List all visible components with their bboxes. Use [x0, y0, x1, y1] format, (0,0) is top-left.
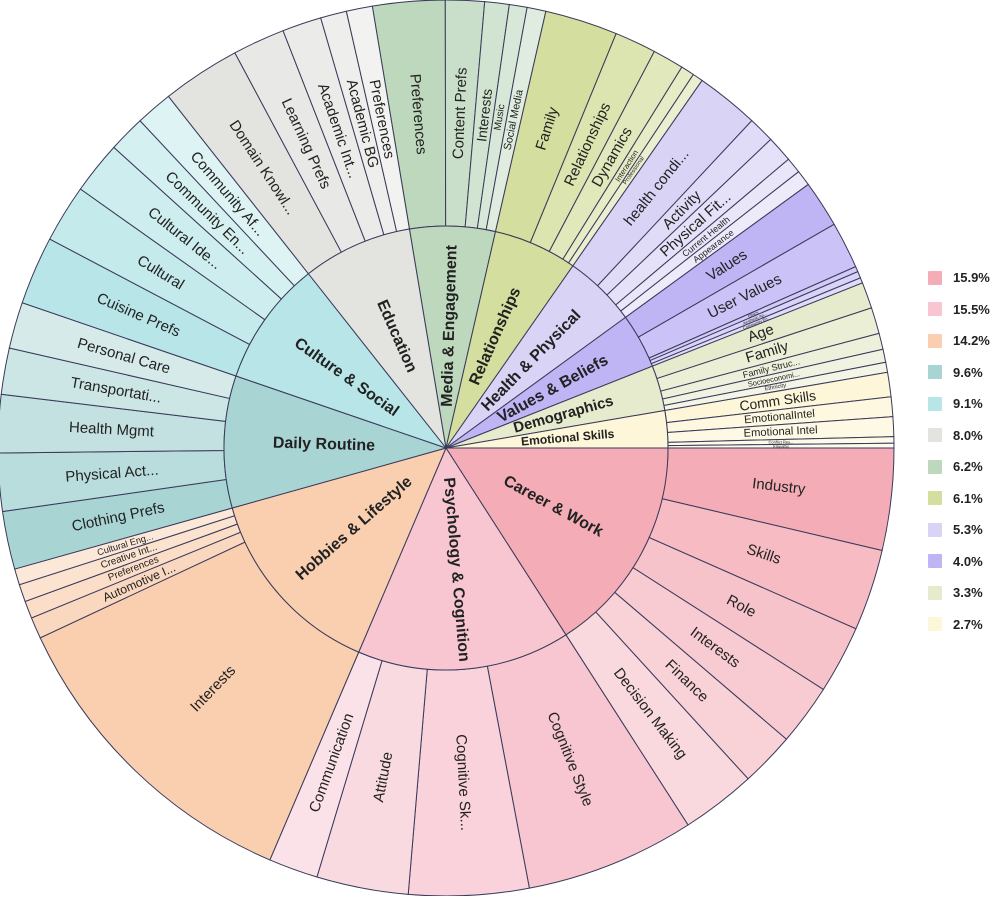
legend-swatch [928, 396, 942, 411]
legend-item: 6.2% [928, 451, 996, 483]
subcategory-label-psychology-cognition-cognitive-sk: Cognitive Sk... [452, 734, 474, 831]
legend-label: 2.7% [953, 616, 983, 632]
legend-swatch [928, 333, 942, 348]
legend-item: 9.1% [928, 388, 996, 420]
legend-item: 15.5% [928, 294, 996, 326]
legend-item: 4.0% [928, 546, 996, 578]
category-wedge-emotional-skills [445, 409, 669, 449]
legend-swatch [928, 365, 942, 380]
legend-swatch [928, 491, 942, 506]
legend-label: 15.5% [953, 301, 990, 317]
legend-item: 2.7% [928, 609, 996, 641]
legend-label: 15.9% [953, 270, 990, 286]
subcategory-label-demographics-ethnicity: Ethnicity [764, 383, 786, 393]
legend-item: 3.3% [928, 577, 996, 609]
legend-swatch [928, 522, 942, 537]
legend-label: 6.1% [953, 490, 983, 506]
subcategory-label-media-engagement-music: Music [492, 103, 507, 131]
subcategory-label-media-engagement-interests: Interests [473, 88, 495, 143]
category-wedge-career-work [445, 447, 669, 636]
subcategory-label-media-engagement-preferences: Preferences [406, 73, 430, 155]
inner-ring [223, 225, 669, 671]
subcategory-label-emotional-skills-emotional-intel: Emotional Intel [743, 424, 818, 440]
legend-label: 3.3% [953, 585, 983, 601]
category-wedge-education [307, 228, 447, 449]
subcategory-label-emotional-skills-conflict-res: Conflict Res... [768, 439, 793, 444]
category-wedge-daily-routine [223, 375, 448, 509]
legend-label: 9.1% [953, 396, 983, 412]
subcategory-label-values-beliefs-ethics: Ethics [747, 310, 759, 319]
category-wedge-psychology-cognition [358, 446, 567, 671]
legend-swatch [928, 459, 942, 474]
legend-label: 6.2% [953, 459, 983, 475]
legend-swatch [928, 302, 942, 317]
subcategory-label-career-work-industry: Industry [751, 475, 806, 498]
legend-label: 14.2% [953, 333, 990, 349]
legend-item: 9.6% [928, 357, 996, 389]
legend: 15.9% 15.5% 14.2% 9.6% 9.1% 8.0% 6.2% 6.1% 5.3% 4… [928, 262, 996, 640]
legend-swatch [928, 554, 942, 569]
subcategory-label-media-engagement-content-prefs: Content Prefs [450, 67, 471, 159]
legend-swatch [928, 585, 942, 600]
legend-swatch [928, 270, 942, 285]
subcategory-label-daily-routine-health-mgmt: Health Mgmt [69, 419, 156, 441]
legend-item: 5.3% [928, 514, 996, 546]
category-wedge-culture-social [235, 273, 448, 450]
legend-item: 8.0% [928, 420, 996, 452]
legend-label: 8.0% [953, 427, 983, 443]
category-label-media-engagement: Media & Engagement [439, 244, 461, 407]
category-label-daily-routine: Daily Routine [273, 435, 376, 455]
legend-item: 6.1% [928, 483, 996, 515]
legend-label: 5.3% [953, 522, 983, 538]
outer-ring [0, 0, 895, 897]
legend-swatch [928, 428, 942, 443]
legend-item: 15.9% [928, 262, 996, 294]
legend-swatch [928, 617, 942, 632]
subcategory-label-emotional-skills-empathy: Empathy [773, 444, 789, 449]
legend-label: 9.6% [953, 364, 983, 380]
legend-item: 14.2% [928, 325, 996, 357]
legend-label: 4.0% [953, 553, 983, 569]
category-wedge-hobbies-lifestyle [231, 447, 447, 653]
